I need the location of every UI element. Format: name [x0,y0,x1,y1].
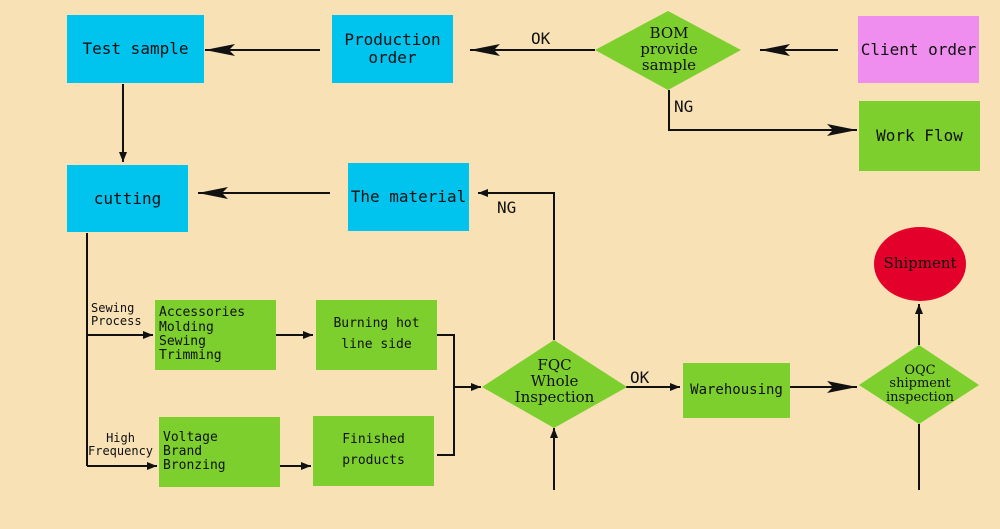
accessories-line-1: Accessories [159,305,246,321]
client-order-label: Client order [860,39,977,59]
high-frequency-label: High Frequency [88,431,154,459]
cutting-label: cutting [93,188,162,208]
test-sample-label: Test sample [82,39,189,59]
voltage-line-3: Bronzing [163,458,226,474]
fqc-line-3: Inspection [514,387,595,406]
accessories-line-3: Sewing Trimming [159,334,222,364]
burning-line-1: Burning hot [333,316,420,332]
work-flow-label: Work Flow [876,126,963,146]
production-order-line-2: order [368,48,417,67]
client-order-box: Client order [858,16,979,83]
voltage-line-2: Brand [163,443,203,459]
ng-label-fqc: NG [497,198,517,217]
line-burning-merge [437,334,455,456]
ok-label-fqc: OK [630,368,650,387]
test-sample-box: Test sample [67,15,204,83]
shipment-text: Shipment [874,252,966,276]
bom-text: BOM provide sample [610,20,728,80]
shipment-label: Shipment [883,254,957,273]
oqc-text: OQC shipment inspection [869,360,971,408]
accessories-box: Accessories Molding Sewing Trimming [155,300,276,370]
finished-products-box: Finished products [313,416,434,486]
cutting-box: cutting [67,165,188,232]
production-order-box: Production order [332,15,453,83]
shipment-ellipse [874,227,966,301]
high-line-1: High [106,431,135,445]
bom-diamond [595,11,741,90]
oqc-line-3: inspection [885,389,955,405]
sewing-line-2: Process [91,314,142,329]
the-material-label: The material [350,187,467,207]
voltage-box: Voltage Brand Bronzing [159,417,280,487]
the-material-box: The material [348,163,469,231]
oqc-diamond [859,345,979,424]
burning-line-2: line side [341,337,412,352]
fqc-line-2: Whole [530,372,579,391]
bom-line-3: sample [641,55,697,74]
oqc-line-2: shipment [889,376,951,392]
fqc-diamond [482,340,627,428]
arrow-fqc-to-material [478,189,555,340]
finished-line-2: products [342,453,405,468]
warehousing-box: Warehousing [683,363,790,418]
oqc-line-1: OQC [904,362,936,378]
high-line-2: Frequency [88,444,154,459]
arrow-bom-to-workflow [668,90,857,136]
finished-line-1: Finished [342,432,405,448]
ng-label-bom: NG [674,97,694,116]
ok-label-top: OK [531,29,551,48]
accessories-line-2: Molding [159,319,214,335]
burning-box: Burning hot line side [316,300,437,370]
bom-line-2: provide [640,40,698,59]
bom-line-1: BOM [649,24,689,43]
production-order-line-1: Production [344,30,441,50]
voltage-line-1: Voltage [163,429,218,445]
sewing-line-1: Sewing [91,301,135,315]
sewing-process-label: Sewing Process [91,301,142,329]
fqc-line-1: FQC [537,356,572,375]
work-flow-box: Work Flow [859,101,980,171]
fqc-text: FQC Whole Inspection [497,352,612,412]
warehousing-label: Warehousing [690,381,783,398]
